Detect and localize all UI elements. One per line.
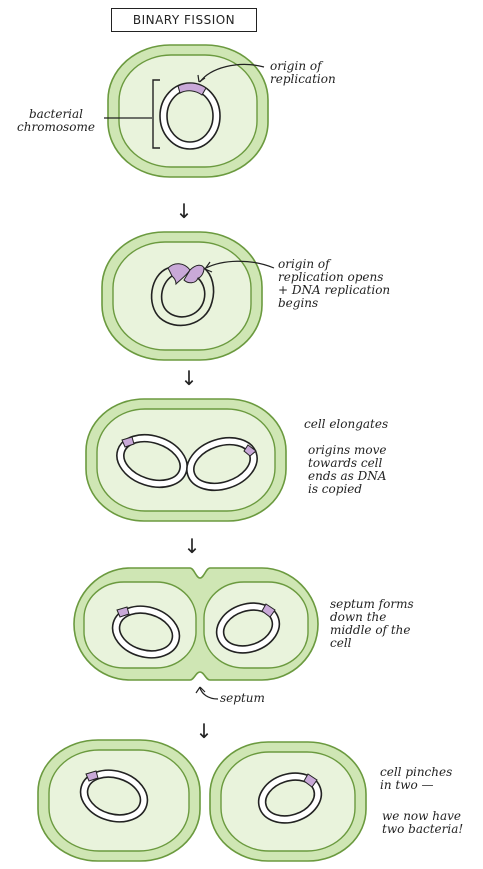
diagram-title: BINARY FISSION xyxy=(111,8,257,32)
step-5-right-cell xyxy=(210,742,366,861)
step-2-cell xyxy=(102,232,274,360)
chromosome xyxy=(160,83,220,149)
step-5-note-1: cell pinches in two — xyxy=(380,766,452,792)
down-arrow-4: ↓ xyxy=(196,719,213,743)
step-2-note: origin of replication opens + DNA replic… xyxy=(278,258,390,310)
cytoplasm xyxy=(113,242,251,350)
step-3-cell xyxy=(86,399,286,521)
step-4-note: septum forms down the middle of the cell xyxy=(330,598,414,650)
septum-label: septum xyxy=(220,692,265,705)
step-3-note-2: origins move towards cell ends as DNA is… xyxy=(308,444,387,496)
down-arrow-2: ↓ xyxy=(181,366,198,390)
bacterial-chromosome-label: bacterial chromosome xyxy=(8,108,104,134)
step-5-left-cell xyxy=(38,740,200,861)
down-arrow-3: ↓ xyxy=(184,534,201,558)
step-4-cell xyxy=(74,568,318,699)
down-arrow-1: ↓ xyxy=(176,199,193,223)
step-5-note-2: we now have two bacteria! xyxy=(382,810,463,836)
origin-of-replication-label: origin of replication xyxy=(270,60,336,86)
step-1-cell xyxy=(104,45,268,177)
step-3-note-1: cell elongates xyxy=(304,418,388,431)
